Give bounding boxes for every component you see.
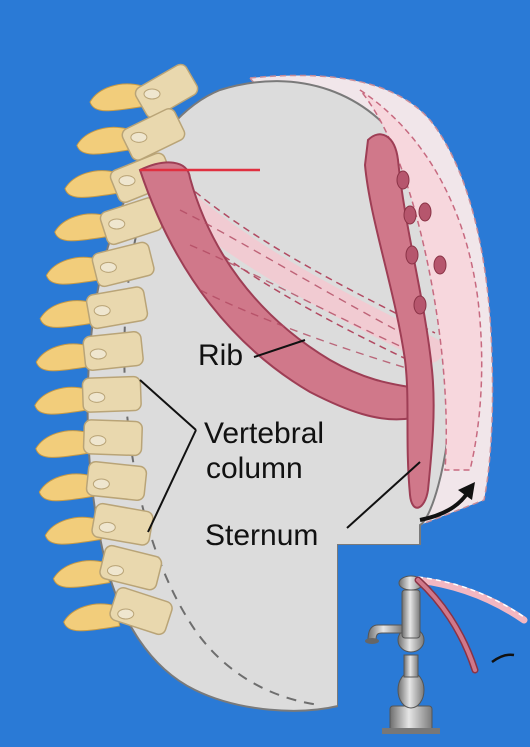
- vertebral-foramen: [109, 219, 125, 229]
- vertebral-foramen: [144, 89, 160, 99]
- vertebral-foramen: [93, 479, 109, 489]
- vertebral-foramen: [118, 609, 134, 619]
- vertebral-foramen: [107, 566, 123, 576]
- vertebral-label-line1: Vertebral: [204, 417, 324, 450]
- pump-inset: [338, 545, 530, 747]
- vertebral-foramen: [94, 306, 110, 316]
- vertebral-foramen: [90, 436, 106, 446]
- vertebral-foramen: [90, 349, 106, 359]
- vertebral-foramen: [131, 132, 147, 142]
- rib-label: Rib: [198, 339, 243, 372]
- sternum-label: Sternum: [205, 519, 318, 552]
- inset-panel: [338, 545, 530, 747]
- vertebral-foramen: [99, 522, 115, 532]
- vertebral-label-line2: column: [206, 452, 303, 485]
- vertebral-foramen: [100, 262, 116, 272]
- vertebral-foramen: [89, 392, 105, 402]
- vertebral-foramen: [119, 176, 135, 186]
